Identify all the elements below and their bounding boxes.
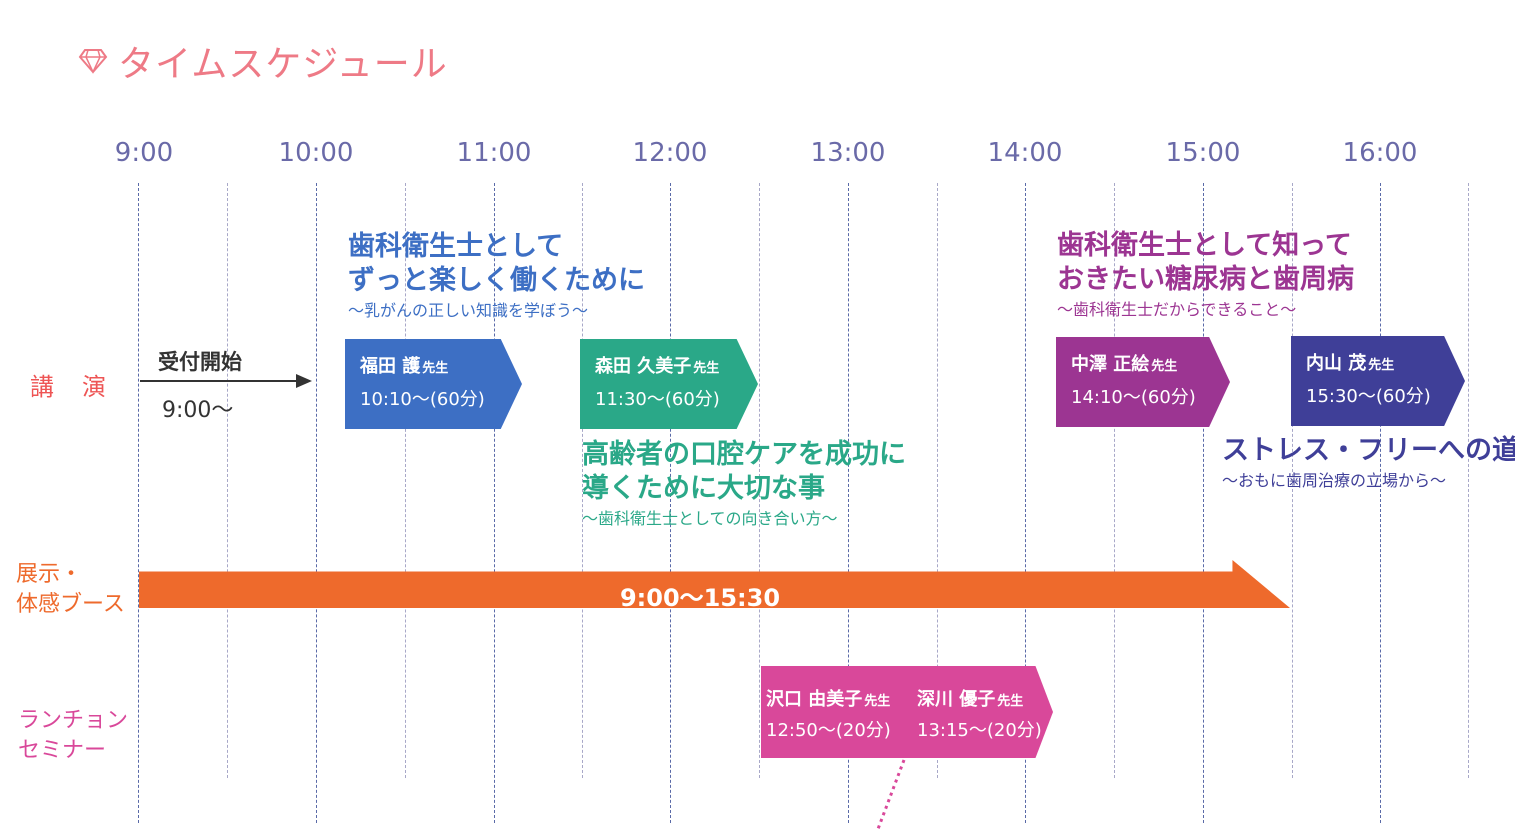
lecture-4-speaker-name: 内山 茂 [1306,353,1367,374]
lecture-1-speaker: 福田 護先生 [360,355,522,381]
gridline-hour [1203,183,1204,823]
luncheon-1-speaker-suffix: 先生 [864,694,891,709]
lecture-4-speaker: 内山 茂先生 [1306,352,1465,378]
luncheon-1-speaker-name: 沢口 由美子 [766,689,863,710]
luncheon-1-time: 12:50〜(20分) [766,720,891,741]
hour-label-15: 15:00 [1165,138,1241,168]
lecture-3-time: 14:10〜(60分) [1071,387,1196,408]
lecture-4-speaker-suffix: 先生 [1368,358,1395,373]
luncheon-1-speaker: 沢口 由美子先生 [766,688,891,714]
luncheon-2-speaker-suffix: 先生 [997,694,1024,709]
lecture-1-title-line1: 歯科衛生士として [348,231,564,262]
gridline-hour [848,183,849,823]
lecture-3-subtitle: 〜歯科衛生士だからできること〜 [1057,300,1297,319]
gridline-half [759,183,760,778]
hour-label-9: 9:00 [114,138,174,168]
title-text: タイムスケジュール [118,44,448,85]
hour-label-14: 14:00 [987,138,1063,168]
reception-time: 9:00〜 [162,398,234,423]
reception-arrow-line [140,380,304,382]
gridline-hour [1380,183,1381,823]
lecture-2-subtitle: 〜歯科衛生士としての向き合い方〜 [582,509,838,528]
booth-time: 9:00〜15:30 [619,584,781,612]
row-label-lecture: 講 演 [30,373,108,401]
lecture-2-time: 11:30〜(60分) [595,389,720,410]
row-label-lunch-line2: セミナー [18,738,107,763]
page-title: タイムスケジュール [78,36,448,86]
luncheon-block[interactable]: 沢口 由美子先生 12:50〜(20分) 深川 優子先生 13:15〜(20分) [761,666,1053,758]
gridline-half [1468,183,1469,778]
luncheon-2-time: 13:15〜(20分) [917,720,1042,741]
lecture-3-speaker-suffix: 先生 [1151,359,1178,374]
gridline-half [582,183,583,778]
lecture-4-block[interactable]: 内山 茂先生 15:30〜(60分) [1291,336,1465,426]
hour-label-10: 10:00 [278,138,354,168]
lecture-3-speaker: 中澤 正絵先生 [1071,353,1230,379]
gridline-half [1114,183,1115,778]
gridline-hour [494,183,495,823]
lecture-3-title-line2: おきたい糖尿病と歯周病 [1057,264,1354,295]
luncheon-connector [876,759,906,830]
lecture-2-speaker-name: 森田 久美子 [595,356,692,377]
luncheon-slot-2: 深川 優子先生 13:15〜(20分) [917,666,1042,744]
hour-label-11: 11:00 [456,138,532,168]
lecture-1-title-line2: ずっと楽しく働くために [348,265,645,296]
row-label-booth: 展示・ 体感ブース [16,560,125,620]
gridline-half [227,183,228,778]
lecture-2-block[interactable]: 森田 久美子先生 11:30〜(60分) [580,339,758,429]
lecture-1-subtitle: 〜乳がんの正しい知識を学ぼう〜 [348,301,589,320]
lecture-2-title-line2: 導くために大切な事 [582,473,825,504]
luncheon-2-speaker-name: 深川 優子 [917,689,996,710]
hour-label-16: 16:00 [1342,138,1418,168]
luncheon-2-speaker: 深川 優子先生 [917,688,1042,714]
lecture-2-speaker: 森田 久美子先生 [595,355,758,381]
lecture-4-subtitle: 〜おもに歯周治療の立場から〜 [1222,471,1447,490]
lecture-4-heading: ストレス・フリーへの道 〜おもに歯周治療の立場から〜 [1222,434,1515,492]
gridline-hour [138,183,139,823]
hour-label-13: 13:00 [810,138,886,168]
lecture-3-block[interactable]: 中澤 正絵先生 14:10〜(60分) [1056,337,1230,427]
diamond-icon [78,49,108,74]
gridline-half [937,183,938,778]
lecture-3-title-line1: 歯科衛生士として知って [1057,230,1352,261]
gridline-hour [670,183,671,823]
reception-arrow-head [296,374,312,388]
lecture-2-speaker-suffix: 先生 [693,361,720,376]
lecture-1-time: 10:10〜(60分) [360,389,485,410]
gridline-half [405,183,406,778]
lecture-3-speaker-name: 中澤 正絵 [1071,354,1150,375]
reception-label: 受付開始 [158,350,242,374]
row-label-booth-line1: 展示・ [16,562,83,587]
row-label-booth-line2: 体感ブース [16,592,125,617]
luncheon-slot-1: 沢口 由美子先生 12:50〜(20分) [766,666,891,744]
lecture-1-block[interactable]: 福田 護先生 10:10〜(60分) [345,339,522,429]
row-label-lunch-line1: ランチョン [18,708,129,733]
lecture-1-speaker-suffix: 先生 [422,361,449,376]
lecture-3-heading: 歯科衛生士として知って おきたい糖尿病と歯周病 〜歯科衛生士だからできること〜 [1057,229,1354,321]
lecture-1-heading: 歯科衛生士として ずっと楽しく働くために 〜乳がんの正しい知識を学ぼう〜 [348,230,645,322]
hour-label-12: 12:00 [632,138,708,168]
lecture-1-speaker-name: 福田 護 [360,356,421,377]
gridline-hour [1025,183,1026,823]
lecture-2-heading: 高齢者の口腔ケアを成功に 導くために大切な事 〜歯科衛生士としての向き合い方〜 [582,438,906,530]
gridline-half [1292,183,1293,778]
lecture-4-time: 15:30〜(60分) [1306,386,1431,407]
lecture-4-title-line1: ストレス・フリーへの道 [1222,435,1515,466]
gridline-hour [316,183,317,823]
lecture-2-title-line1: 高齢者の口腔ケアを成功に [582,439,906,470]
row-label-lunch: ランチョン セミナー [18,706,128,766]
